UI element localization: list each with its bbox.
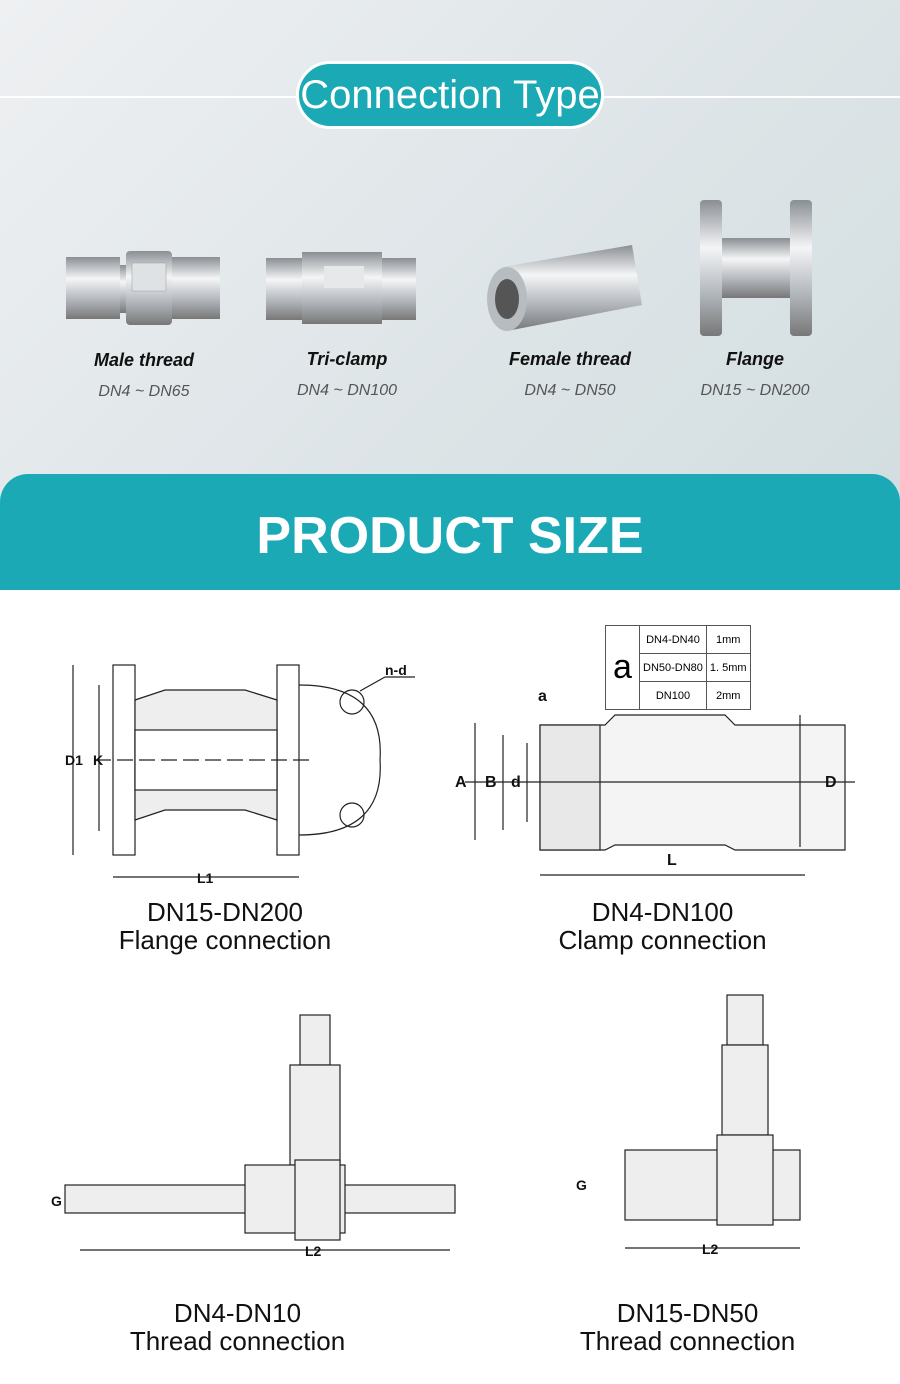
caption-range: DN4-DN100: [591, 897, 734, 927]
dim-label-l2: L2: [305, 1243, 322, 1259]
dim-label-nd: n-d: [385, 662, 407, 678]
product-name: Tri-clamp: [306, 349, 388, 369]
caption-type: Thread connection: [579, 1326, 796, 1356]
table-cell: DN50-DN80: [639, 653, 707, 682]
table-symbol: a: [605, 625, 640, 710]
product-range: DN4 ~ DN50: [524, 382, 616, 399]
caption-type: Flange connection: [118, 925, 332, 955]
dim-label-k: K: [93, 752, 103, 768]
section-title: Connection Type: [296, 61, 604, 129]
table-cell: 2mm: [705, 681, 751, 710]
product-range: DN4 ~ DN100: [296, 382, 398, 399]
flange-image: [700, 200, 812, 336]
dim-label-A: A: [455, 774, 467, 791]
female-thread-image: [487, 245, 642, 331]
dim-label-d1: D1: [65, 752, 83, 768]
product-name: Female thread: [508, 349, 632, 369]
dim-label-B: B: [485, 774, 497, 791]
caption-range: DN15-DN200: [146, 897, 304, 927]
table-cell: 1mm: [705, 625, 751, 654]
dim-label-d: d: [511, 774, 521, 791]
dim-label-g: G: [51, 1193, 62, 1209]
table-cell: DN4-DN40: [639, 625, 707, 654]
thread-small-drawing: G L2: [51, 1014, 456, 1259]
dim-label-g: G: [576, 1177, 587, 1193]
caption-type: Thread connection: [129, 1326, 346, 1356]
dim-label-L: L: [667, 852, 677, 869]
dim-label-D: D: [825, 774, 837, 791]
caption-type: Clamp connection: [558, 925, 767, 955]
product-name: Male thread: [93, 350, 195, 370]
table-cell: 1. 5mm: [705, 653, 751, 682]
tri-clamp-image: [266, 252, 416, 324]
dim-label-l1: L1: [197, 870, 214, 885]
flange-drawing: D1 K n-d L1: [65, 662, 415, 885]
product-name: Flange: [725, 349, 784, 369]
product-range: DN4 ~ DN65: [98, 383, 190, 400]
dim-label-a: a: [538, 688, 547, 705]
caption-range: DN15-DN50: [616, 1298, 759, 1328]
table-cell: DN100: [639, 681, 707, 710]
thread-large-drawing: G L2: [576, 994, 801, 1257]
divider: [0, 96, 300, 98]
dim-label-l2: L2: [702, 1241, 719, 1257]
divider: [600, 96, 900, 98]
male-thread-image: [66, 251, 220, 325]
product-size-banner: PRODUCT SIZE: [0, 474, 900, 590]
clamp-drawing: a A B d D L: [455, 688, 855, 876]
caption-range: DN4-DN10: [173, 1298, 302, 1328]
product-range: DN15 ~ DN200: [700, 382, 810, 399]
